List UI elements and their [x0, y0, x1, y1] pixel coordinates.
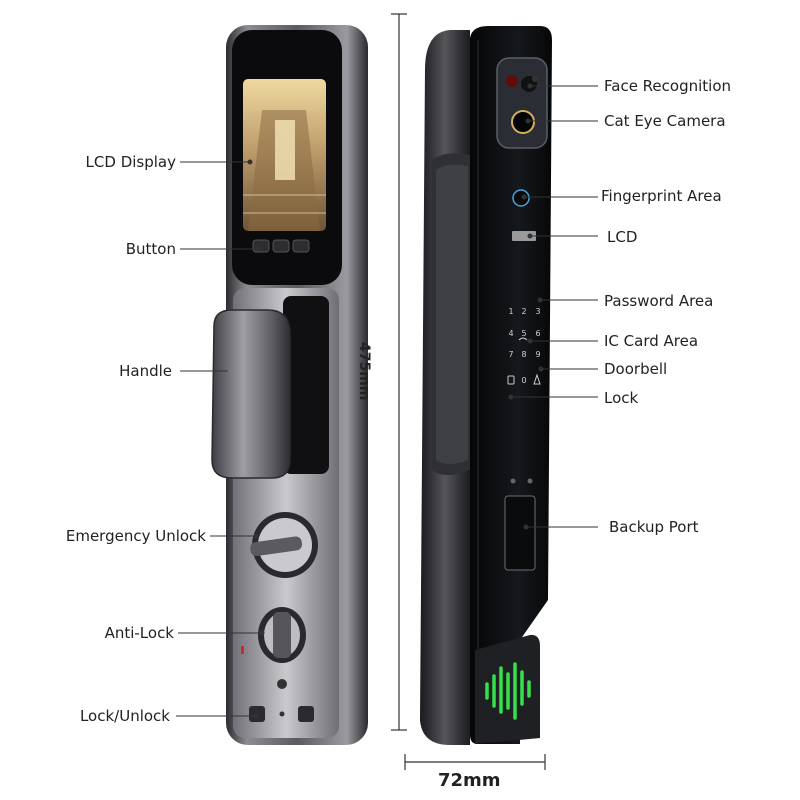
keypad-key: 3 — [535, 307, 540, 316]
label-fingerprint-area: Fingerprint Area — [601, 187, 722, 205]
label-lock-unlock: Lock/Unlock — [79, 707, 170, 725]
label-password-area: Password Area — [604, 292, 714, 310]
ic-card-icon — [518, 337, 528, 341]
label-anti-lock: Anti-Lock — [104, 624, 174, 642]
leader-lines-right — [508, 83, 598, 530]
label-ic-card-area: IC Card Area — [604, 332, 699, 350]
dimension-height-label: 475mm — [356, 342, 372, 401]
dimension-width-label: 72mm — [438, 770, 501, 791]
lock-icon — [507, 375, 515, 385]
cat-eye-camera-lens — [511, 110, 535, 134]
face-recognition-module — [496, 57, 548, 149]
button-middle — [272, 239, 290, 253]
label-button: Button — [125, 240, 176, 258]
label-doorbell: Doorbell — [604, 360, 668, 378]
keypad: 1 2 3 4 5 6 7 8 9 0 — [508, 307, 540, 385]
keypad-key: 8 — [521, 350, 526, 359]
label-handle: Handle — [119, 362, 172, 380]
button-left — [252, 239, 270, 253]
label-lcd-display: LCD Display — [85, 153, 176, 171]
dimension-lines — [391, 13, 546, 770]
label-emergency-unlock: Emergency Unlock — [65, 527, 206, 545]
side-lock-illustration: 1 2 3 4 5 6 7 8 9 0 — [420, 26, 552, 745]
keypad-key: 2 — [521, 307, 526, 316]
lock-unlock-button-right — [298, 706, 314, 722]
button-right — [292, 239, 310, 253]
leader-lines-left — [176, 159, 265, 719]
backup-port — [504, 495, 536, 571]
keypad-key: 5 — [521, 329, 526, 338]
label-lock: Lock — [604, 389, 639, 407]
doorbell-icon — [533, 373, 541, 385]
keypad-key: 9 — [535, 350, 540, 359]
fingerprint-sensor — [512, 189, 530, 207]
label-lcd: LCD — [607, 228, 638, 246]
keypad-key: 0 — [521, 376, 526, 385]
label-backup-port: Backup Port — [609, 518, 699, 536]
keypad-key: 1 — [508, 307, 513, 316]
label-face-recognition: Face Recognition — [604, 77, 732, 95]
front-lock-illustration — [211, 25, 368, 745]
keypad-key: 4 — [508, 329, 513, 338]
keypad-key: 7 — [508, 350, 513, 359]
handle-shape — [211, 309, 291, 479]
green-wave-icon — [485, 662, 531, 720]
keypad-key: 6 — [535, 329, 540, 338]
label-cat-eye-camera: Cat Eye Camera — [604, 112, 726, 130]
